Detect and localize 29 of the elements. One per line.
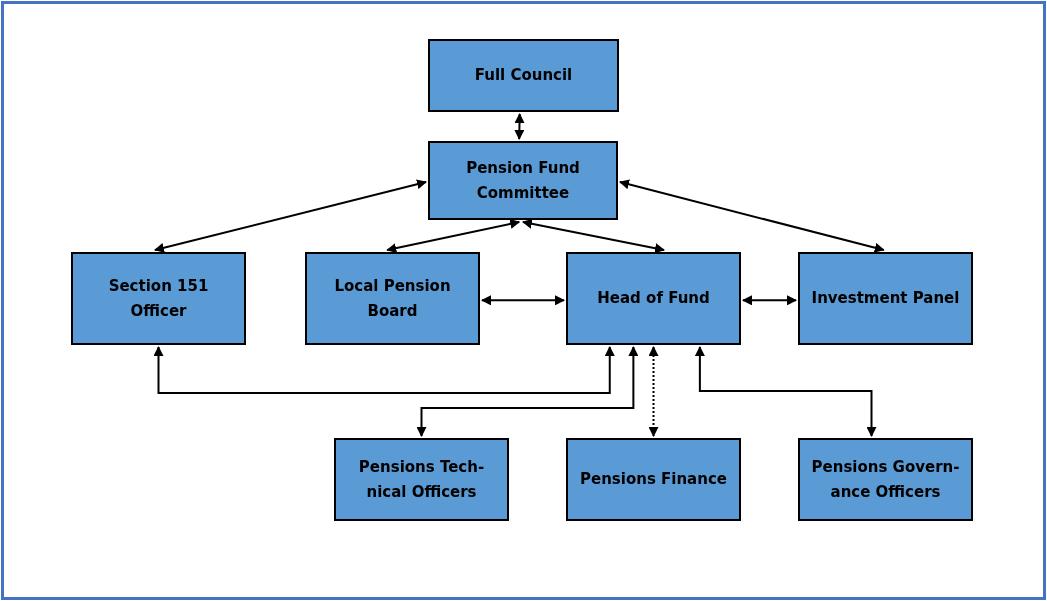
arrow — [648, 346, 659, 437]
arrow — [522, 218, 665, 254]
box-label: Pensions Tech-nical Officers — [357, 456, 486, 503]
arrow — [154, 179, 427, 253]
box-label: Head of Fund — [597, 288, 710, 310]
org-box — [428, 39, 619, 112]
box-label: Pensions Finance — [580, 469, 727, 491]
arrow — [386, 219, 521, 253]
org-box — [566, 252, 741, 345]
arrow — [742, 295, 797, 306]
arrow — [153, 346, 615, 394]
org-box — [798, 252, 973, 345]
arrow — [481, 295, 565, 306]
org-box — [566, 438, 741, 521]
arrow — [416, 346, 639, 437]
org-box — [798, 438, 973, 521]
org-box — [71, 252, 246, 345]
box-label: Investment Panel — [811, 288, 960, 310]
box-label: Local Pension Board — [333, 275, 452, 322]
arrow — [514, 113, 525, 140]
org-box — [305, 252, 480, 345]
box-label: Pensions Govern-ance Officers — [810, 456, 961, 503]
arrow — [619, 179, 885, 253]
org-box — [428, 141, 618, 220]
org-box — [334, 438, 509, 521]
box-label: Pension Fund Committee — [465, 157, 581, 204]
box-label: Section 151 Officer — [107, 275, 210, 322]
arrow — [694, 346, 877, 437]
box-label: Full Council — [474, 65, 573, 87]
